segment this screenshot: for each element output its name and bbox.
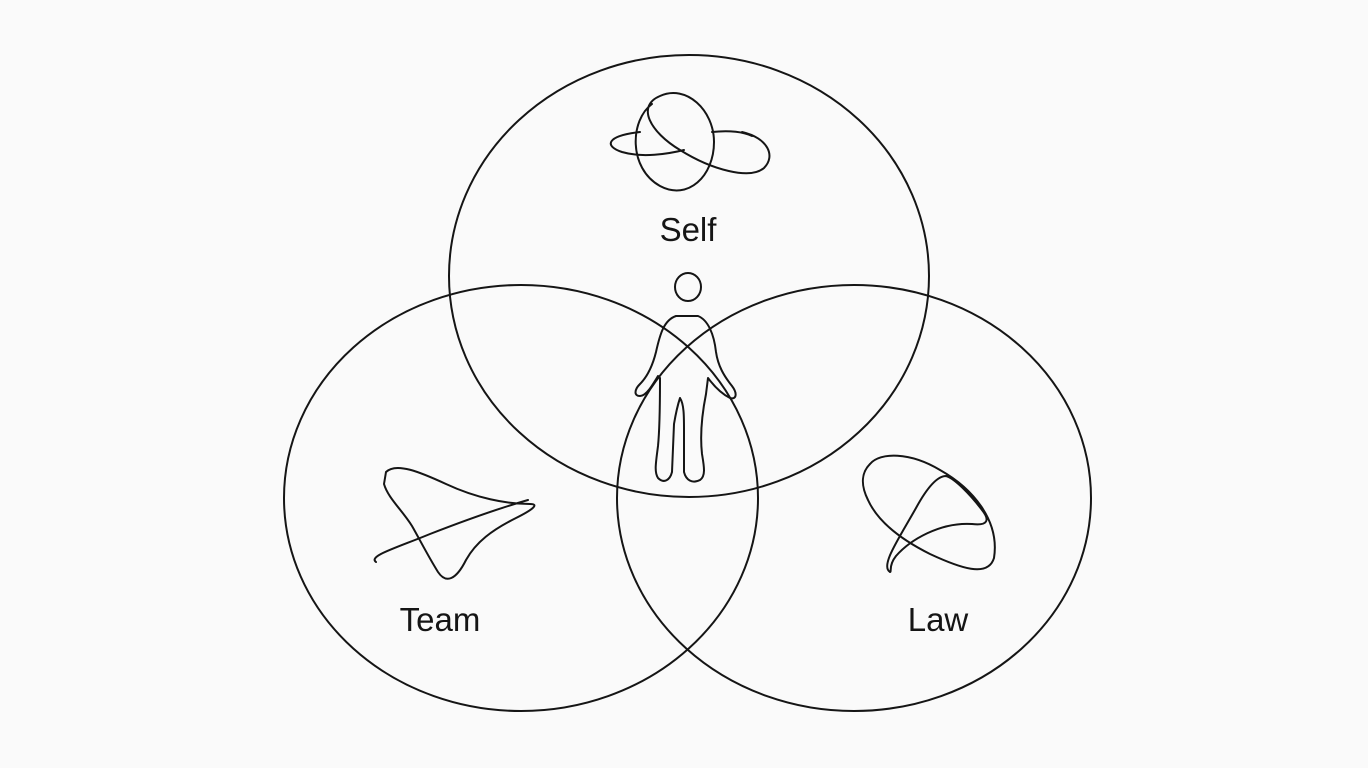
law-label: Law — [908, 601, 969, 638]
loop-triangle-icon — [862, 454, 996, 573]
team-circle — [283, 284, 759, 712]
self-label: Self — [660, 211, 718, 248]
arrow-triangle-icon — [373, 467, 536, 580]
law-circle — [616, 284, 1092, 712]
orbit-sphere-icon — [609, 92, 771, 192]
self-circle — [448, 54, 930, 498]
team-label: Team — [400, 601, 481, 638]
person-icon — [634, 272, 737, 483]
